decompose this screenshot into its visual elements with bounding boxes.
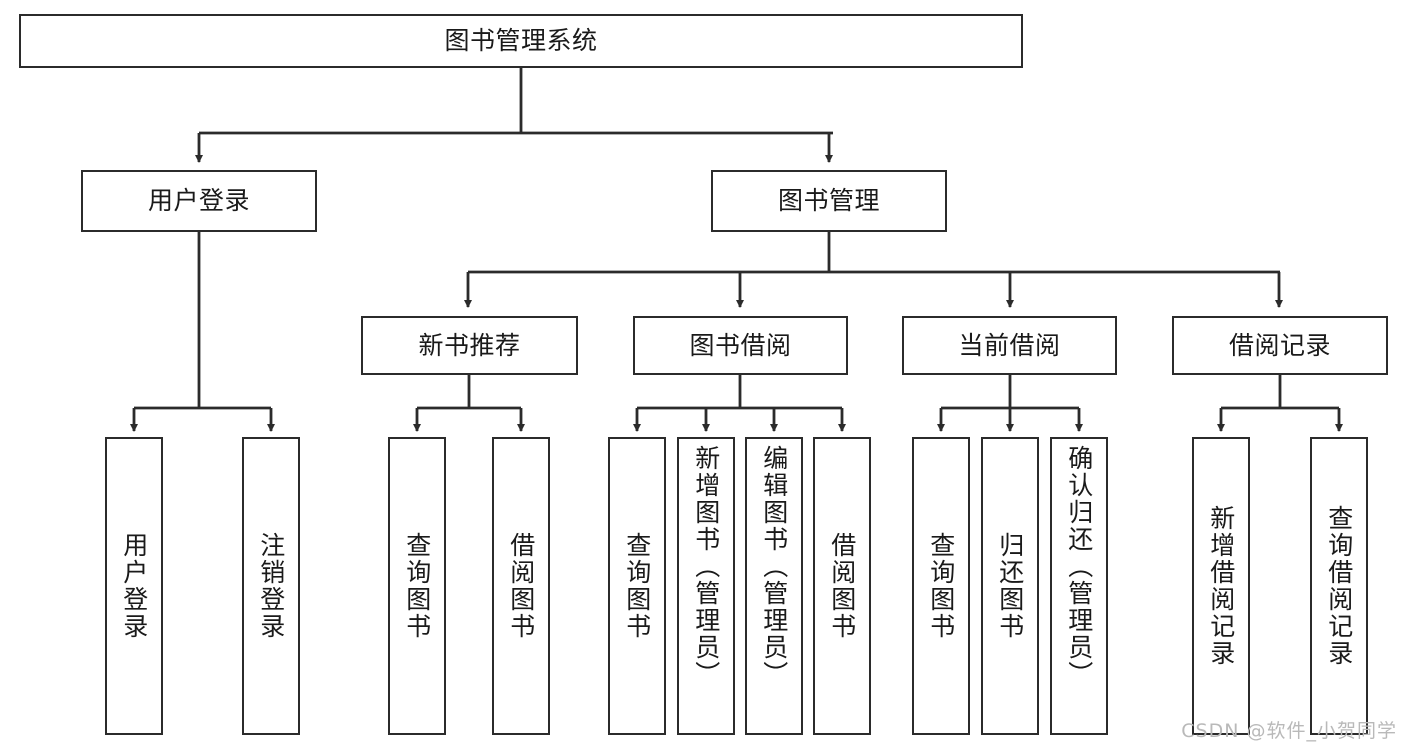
leaf-user-login[interactable]: 用户登录 <box>105 437 163 735</box>
node-label: 当前借阅 <box>958 330 1061 360</box>
leaf-borrow-book-2[interactable]: 借阅图书 <box>813 437 871 735</box>
node-label: 归还图书 <box>995 532 1025 640</box>
leaf-confirm-return[interactable]: 确认归还（管理员） <box>1050 437 1108 735</box>
node-label: 图书管理系统 <box>444 26 598 56</box>
node-label: 查询图书 <box>926 532 956 640</box>
node-label: 查询图书 <box>622 532 652 640</box>
node-label: 注销登录 <box>256 532 286 640</box>
leaf-user-logout[interactable]: 注销登录 <box>242 437 300 735</box>
node-label: 借阅记录 <box>1228 330 1331 360</box>
node-label: 确认归还（管理员） <box>1064 445 1094 688</box>
node-book-management[interactable]: 图书管理 <box>711 170 947 232</box>
leaf-query-book-2[interactable]: 查询图书 <box>608 437 666 735</box>
node-label: 新书推荐 <box>418 330 521 360</box>
node-label: 图书借阅 <box>689 330 792 360</box>
node-root-system[interactable]: 图书管理系统 <box>19 14 1023 68</box>
leaf-edit-book[interactable]: 编辑图书（管理员） <box>745 437 803 735</box>
leaf-query-book-3[interactable]: 查询图书 <box>912 437 970 735</box>
node-label: 查询图书 <box>402 532 432 640</box>
node-label: 编辑图书（管理员） <box>759 445 789 688</box>
leaf-add-record[interactable]: 新增借阅记录 <box>1192 437 1250 735</box>
csdn-watermark: CSDN @软件_小贺同学 <box>1181 720 1397 742</box>
node-label: 新增借阅记录 <box>1206 505 1236 667</box>
leaf-add-book[interactable]: 新增图书（管理员） <box>677 437 735 735</box>
node-label: 用户登录 <box>147 186 250 216</box>
leaf-query-book-1[interactable]: 查询图书 <box>388 437 446 735</box>
leaf-borrow-book-1[interactable]: 借阅图书 <box>492 437 550 735</box>
node-label: 查询借阅记录 <box>1324 505 1354 667</box>
node-borrow-record[interactable]: 借阅记录 <box>1172 316 1388 375</box>
node-label: 借阅图书 <box>506 532 536 640</box>
node-new-book-recommend[interactable]: 新书推荐 <box>361 316 578 375</box>
node-label: 用户登录 <box>119 532 149 640</box>
node-user-login[interactable]: 用户登录 <box>81 170 317 232</box>
node-current-borrow[interactable]: 当前借阅 <box>902 316 1117 375</box>
leaf-query-record[interactable]: 查询借阅记录 <box>1310 437 1368 735</box>
node-book-borrow[interactable]: 图书借阅 <box>633 316 848 375</box>
leaf-return-book[interactable]: 归还图书 <box>981 437 1039 735</box>
node-label: 借阅图书 <box>827 532 857 640</box>
node-label: 新增图书（管理员） <box>691 445 721 688</box>
node-label: 图书管理 <box>777 186 880 216</box>
